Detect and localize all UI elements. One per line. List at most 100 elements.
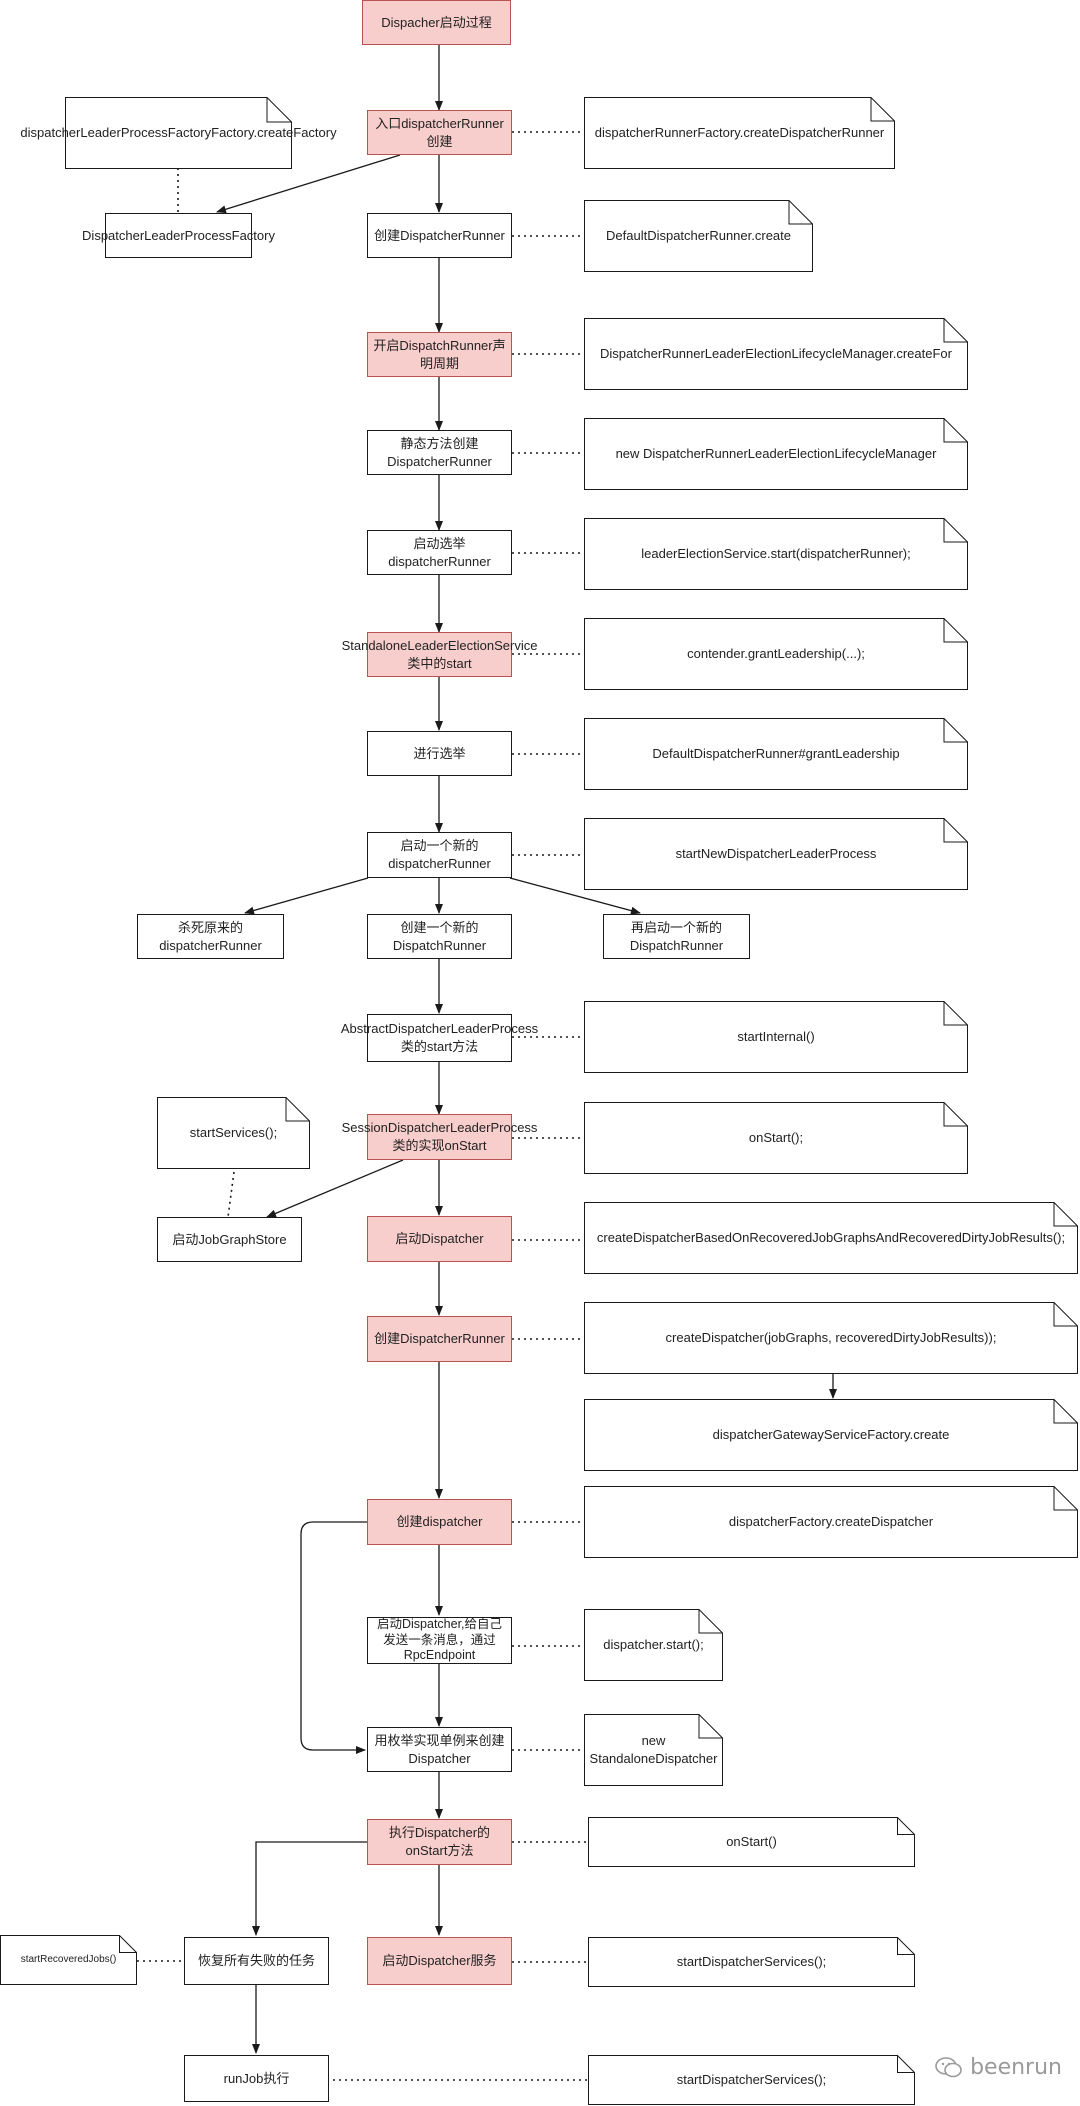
note-new-lifecycle: new DispatcherRunnerLeaderElectionLifecy… bbox=[584, 418, 968, 490]
note-text: contender.grantLeadership(...); bbox=[687, 646, 865, 662]
note-factory-factory-label: dispatcherLeaderProcessFactoryFactory.cr… bbox=[0, 97, 357, 169]
note-gateway-factory: dispatcherGatewayServiceFactory.create bbox=[584, 1399, 1078, 1471]
note-text: startDispatcherServices(); bbox=[676, 1954, 827, 1970]
note-shape bbox=[588, 2055, 915, 2105]
note-shape bbox=[584, 1486, 1078, 1558]
note-start-new-process: startNewDispatcherLeaderProcess bbox=[584, 818, 968, 890]
note-dispatcher-factory: dispatcherFactory.createDispatcher bbox=[584, 1486, 1078, 1558]
arrow bbox=[300, 1521, 367, 1754]
note-text: startNewDispatcherLeaderProcess bbox=[675, 846, 877, 862]
note-text: new DispatcherRunnerLeaderElectionLifecy… bbox=[615, 446, 937, 462]
note-create-based-on-recovered: createDispatcherBasedOnRecoveredJobGraph… bbox=[584, 1202, 1078, 1274]
note-text: new StandaloneDispatcher bbox=[589, 1733, 718, 1766]
note-shape bbox=[584, 200, 813, 272]
node-start-dispatcher-services: 启动Dispatcher服务 bbox=[367, 1937, 512, 1985]
note-text: startInternal() bbox=[737, 1029, 815, 1045]
note-shape bbox=[584, 518, 968, 590]
node-session-onstart: SessionDispatcherLeaderProcess 类的实现onSta… bbox=[342, 1114, 537, 1160]
note-shape bbox=[588, 1817, 915, 1867]
note-election-start: leaderElectionService.start(dispatcherRu… bbox=[584, 518, 968, 590]
note-on-start-2: onStart() bbox=[588, 1817, 915, 1867]
node-start-dispatcher: 启动Dispatcher bbox=[367, 1216, 512, 1262]
note-default-create: DefaultDispatcherRunner.create bbox=[584, 200, 813, 272]
note-text: dispatcherFactory.createDispatcher bbox=[728, 1514, 934, 1530]
node-kill-old-runner: 杀死原来的 dispatcherRunner bbox=[137, 914, 284, 959]
note-shape bbox=[584, 1001, 968, 1073]
note-start-dispatcher-services-2: startDispatcherServices(); bbox=[588, 2055, 915, 2105]
node-enum-singleton: 用枚举实现单例来创建 Dispatcher bbox=[367, 1727, 512, 1772]
note-lifecycle-create-for: DispatcherRunnerLeaderElectionLifecycleM… bbox=[584, 318, 968, 390]
note-shape bbox=[157, 1097, 310, 1169]
note-text: onStart() bbox=[726, 1834, 777, 1850]
watermark-text: beenrun bbox=[970, 2055, 1062, 2080]
note-shape bbox=[584, 418, 968, 490]
note-shape bbox=[584, 97, 895, 169]
note-text: startDispatcherServices(); bbox=[676, 2072, 827, 2088]
node-create-new-runner: 创建一个新的 DispatchRunner bbox=[367, 914, 512, 959]
note-text: DispatcherRunnerLeaderElectionLifecycleM… bbox=[600, 346, 952, 362]
note-text: startRecoveredJobs() bbox=[20, 1954, 117, 1966]
note-shape bbox=[584, 618, 968, 690]
note-shape bbox=[584, 1202, 1078, 1274]
node-do-election: 进行选举 bbox=[367, 731, 512, 776]
note-text: DefaultDispatcherRunner.create bbox=[606, 228, 791, 244]
note-create-dispatcher-call: createDispatcher(jobGraphs, recoveredDir… bbox=[584, 1302, 1078, 1374]
note-text: onStart(); bbox=[748, 1130, 804, 1146]
arrow bbox=[509, 877, 641, 915]
note-shape bbox=[584, 718, 968, 790]
note-shape bbox=[584, 1609, 723, 1681]
note-start-recovered-jobs: startRecoveredJobs() bbox=[0, 1935, 137, 1985]
node-start-jobgraph-store: 启动JobGraphStore bbox=[157, 1217, 302, 1262]
note-start-dispatcher-services: startDispatcherServices(); bbox=[588, 1937, 915, 1987]
note-text: dispatcherGatewayServiceFactory.create bbox=[712, 1427, 950, 1443]
note-start-services: startServices(); bbox=[157, 1097, 310, 1169]
note-dispatcher-start: dispatcher.start(); bbox=[584, 1609, 723, 1681]
note-shape bbox=[584, 1302, 1078, 1374]
watermark: beenrun bbox=[934, 2055, 1062, 2080]
node-dispatcher-start-process: Dispacher启动过程 bbox=[362, 0, 511, 45]
note-text: createDispatcher(jobGraphs, recoveredDir… bbox=[665, 1330, 997, 1346]
node-start-election: 启动选举 dispatcherRunner bbox=[367, 530, 512, 575]
note-shape bbox=[584, 318, 968, 390]
note-new-standalone: new StandaloneDispatcher bbox=[584, 1714, 723, 1786]
note-shape bbox=[0, 1935, 137, 1985]
note-text: leaderElectionService.start(dispatcherRu… bbox=[641, 546, 911, 562]
node-start-lifecycle: 开启DispatchRunner声 明周期 bbox=[367, 332, 512, 377]
note-grant-leadership-impl: DefaultDispatcherRunner#grantLeadership bbox=[584, 718, 968, 790]
note-shape bbox=[584, 1714, 723, 1786]
note-factory-factory bbox=[65, 97, 292, 169]
node-create-dispatcher-runner-2: 创建DispatcherRunner bbox=[367, 1316, 512, 1362]
note-text: startServices(); bbox=[189, 1125, 278, 1141]
note-shape bbox=[588, 1937, 915, 1987]
note-text: createDispatcherBasedOnRecoveredJobGraph… bbox=[596, 1230, 1066, 1246]
note-shape bbox=[584, 818, 968, 890]
node-leader-process-factory: DispatcherLeaderProcessFactory bbox=[82, 213, 275, 258]
node-static-create-runner: 静态方法创建 DispatcherRunner bbox=[367, 430, 512, 475]
node-run-job: runJob执行 bbox=[184, 2055, 329, 2102]
note-on-start: onStart(); bbox=[584, 1102, 968, 1174]
node-restart-new-runner: 再启动一个新的 DispatchRunner bbox=[603, 914, 750, 959]
note-text: dispatcher.start(); bbox=[603, 1637, 704, 1653]
node-create-dispatcher-runner: 创建DispatcherRunner bbox=[367, 213, 512, 258]
arrow bbox=[266, 1159, 404, 1218]
node-recover-failed-tasks: 恢复所有失败的任务 bbox=[184, 1937, 329, 1985]
arrow bbox=[216, 154, 401, 214]
note-runner-factory: dispatcherRunnerFactory.createDispatcher… bbox=[584, 97, 895, 169]
note-text: dispatcherRunnerFactory.createDispatcher… bbox=[594, 125, 885, 141]
node-entry-dispatcher-runner: 入口dispatcherRunner 创建 bbox=[367, 110, 512, 155]
node-exec-onstart: 执行Dispatcher的 onStart方法 bbox=[367, 1819, 512, 1865]
node-start-send-message: 启动Dispatcher,给自己 发送一条消息，通过 RpcEndpoint bbox=[367, 1617, 512, 1664]
note-shape bbox=[584, 1399, 1078, 1471]
note-text: DefaultDispatcherRunner#grantLeadership bbox=[652, 746, 900, 762]
note-shape bbox=[584, 1102, 968, 1174]
node-abstract-leader-start: AbstractDispatcherLeaderProcess 类的start方… bbox=[341, 1014, 538, 1062]
note-start-internal: startInternal() bbox=[584, 1001, 968, 1073]
node-standalone-election-start: StandaloneLeaderElectionService 类中的start bbox=[342, 632, 537, 677]
wechat-icon bbox=[935, 2056, 962, 2077]
note-shape bbox=[65, 97, 292, 169]
note-factory-factory-text: dispatcherLeaderProcessFactoryFactory.cr… bbox=[20, 125, 337, 141]
arrow bbox=[244, 877, 369, 915]
node-start-new-runner: 启动一个新的 dispatcherRunner bbox=[367, 832, 512, 878]
dotted-link bbox=[227, 1171, 235, 1218]
